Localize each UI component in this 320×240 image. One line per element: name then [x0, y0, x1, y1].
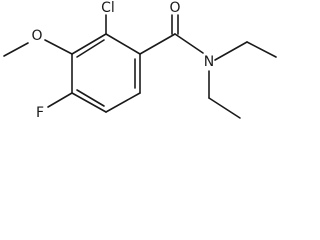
bond-ring-carbonyl	[139, 33, 176, 55]
bond-carbonyl-n	[174, 33, 204, 54]
bond-o-ch3	[3, 42, 29, 57]
ring-bond-c3-c4	[105, 92, 141, 113]
atom-label-n: N	[204, 54, 214, 70]
bond-ring-f	[47, 92, 73, 108]
ring-inner-bond-top-left	[76, 39, 105, 58]
atom-label-cl: Cl	[101, 0, 115, 16]
structure-diagram: Cl O O N F	[3, 0, 277, 121]
bond-n-ethyl1-ch2	[214, 41, 248, 61]
atom-label-o-carbonyl: O	[169, 0, 180, 16]
ring-bond-c1-c2	[105, 33, 141, 55]
ring-inner-bond-bottom-left	[76, 89, 105, 107]
atom-label-o-methoxy: O	[31, 28, 42, 44]
bond-ethyl1-ch3	[246, 41, 277, 58]
bond-ethyl2-ch3	[208, 97, 241, 119]
ring-bond-c6-c1	[71, 33, 107, 55]
ring-bond-c4-c5	[71, 92, 107, 113]
atom-label-f: F	[36, 105, 44, 121]
bond-ring-o	[44, 39, 73, 55]
